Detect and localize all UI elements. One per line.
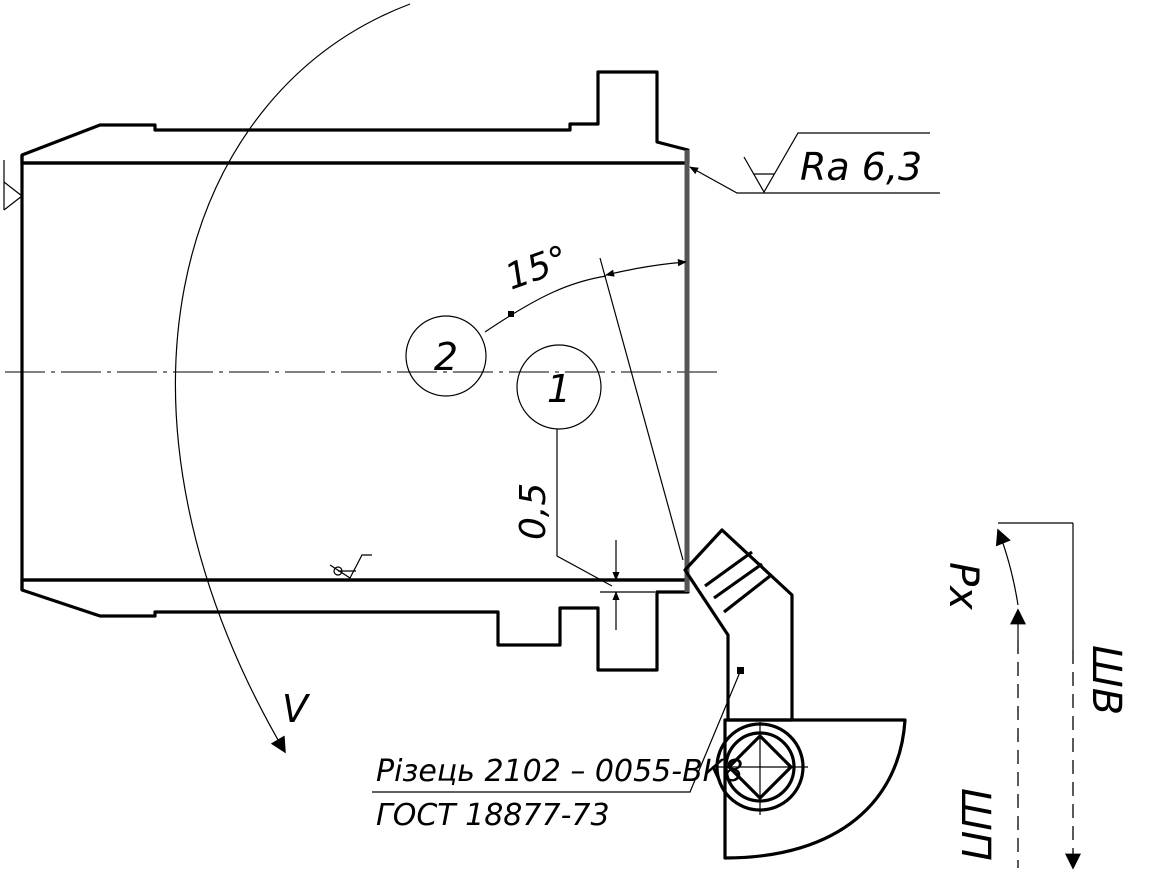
rotation-label: V xyxy=(282,687,311,731)
tool-insert-line-3 xyxy=(723,574,771,614)
tool-insert-line-1 xyxy=(704,550,753,588)
angle-label: 15° xyxy=(500,238,574,298)
callout-2-circle xyxy=(405,315,487,397)
angle-leader-dot xyxy=(508,311,514,317)
tool-standard: ГОСТ 18877-73 xyxy=(376,798,610,833)
tool-name: Різець 2102 – 0055-ВК8 xyxy=(376,754,743,789)
bore-roughness-circle xyxy=(333,566,343,576)
tool-leader-dot xyxy=(737,667,744,674)
tool-shank xyxy=(683,528,794,722)
angle-extension-line xyxy=(599,257,684,561)
callout-1-circle xyxy=(516,344,602,430)
surface-finish-leader xyxy=(689,166,940,194)
tool-insert-line-2 xyxy=(713,562,763,600)
lower-wall-section xyxy=(20,578,690,672)
angle-arrow-arc xyxy=(605,259,687,277)
tool-holder xyxy=(723,718,907,860)
feed-force-arrow xyxy=(995,528,1019,606)
callout-1-label: 1 xyxy=(547,367,571,411)
rotation-arc xyxy=(174,3,411,754)
left-roughness-sign xyxy=(3,160,23,211)
tool-leader xyxy=(372,671,741,793)
callout-1-leader xyxy=(556,429,613,587)
bore-roughness-sign xyxy=(329,554,372,579)
surface-finish-label: Ra 6,3 xyxy=(800,145,922,189)
main-motion-label: ШВ xyxy=(1083,645,1129,715)
upper-wall-section xyxy=(20,70,690,165)
surface-finish-symbol xyxy=(743,132,930,194)
angle-arc xyxy=(484,275,607,333)
feed-force-label: Px xyxy=(940,562,986,610)
callout-2-label: 2 xyxy=(434,335,458,379)
depth-label: 0,5 xyxy=(513,483,554,540)
feed-motion-label: ШП xyxy=(952,788,998,861)
